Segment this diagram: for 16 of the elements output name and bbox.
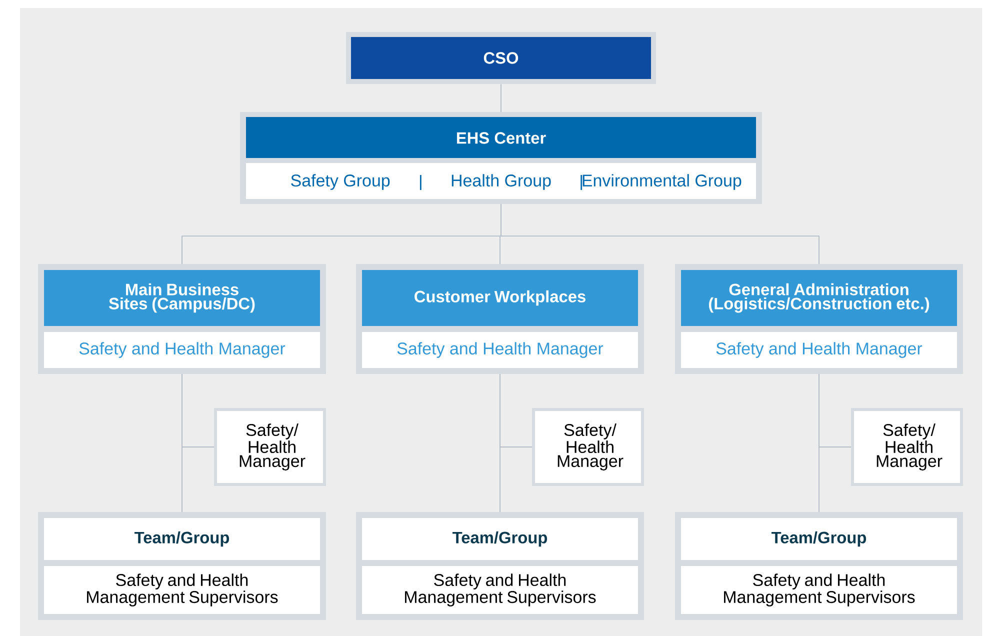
manager-box: Safety/ Health Manager — [214, 408, 326, 486]
connector-line — [500, 374, 532, 448]
manager-box: Safety/ Health Manager — [851, 408, 964, 486]
manager-box: Safety/ Health Manager — [532, 408, 644, 486]
title-box: CSO — [346, 32, 656, 84]
team-box: Team/Group Safety and Health Management Supervisors — [38, 512, 326, 620]
connector-line — [500, 204, 820, 264]
site-box: General Administration (Logistics/Construction etc.) Safety and Health Manager — [675, 264, 964, 374]
team-box: Team/Group Safety and Health Management Supervisors — [356, 512, 644, 620]
connector-line — [182, 374, 214, 448]
connector-line — [500, 84, 502, 112]
site-box: Main Business Sites (Campus/DC) Safety and Health Manager — [38, 264, 326, 374]
department-box: EHS Center Safety Group Health Group Environmental Group — [240, 112, 762, 204]
connector-line — [818, 374, 852, 448]
team-box: Team/Group Safety and Health Management Supervisors — [675, 512, 964, 620]
site-box: Customer Workplaces Safety and Health Manager — [356, 264, 644, 374]
